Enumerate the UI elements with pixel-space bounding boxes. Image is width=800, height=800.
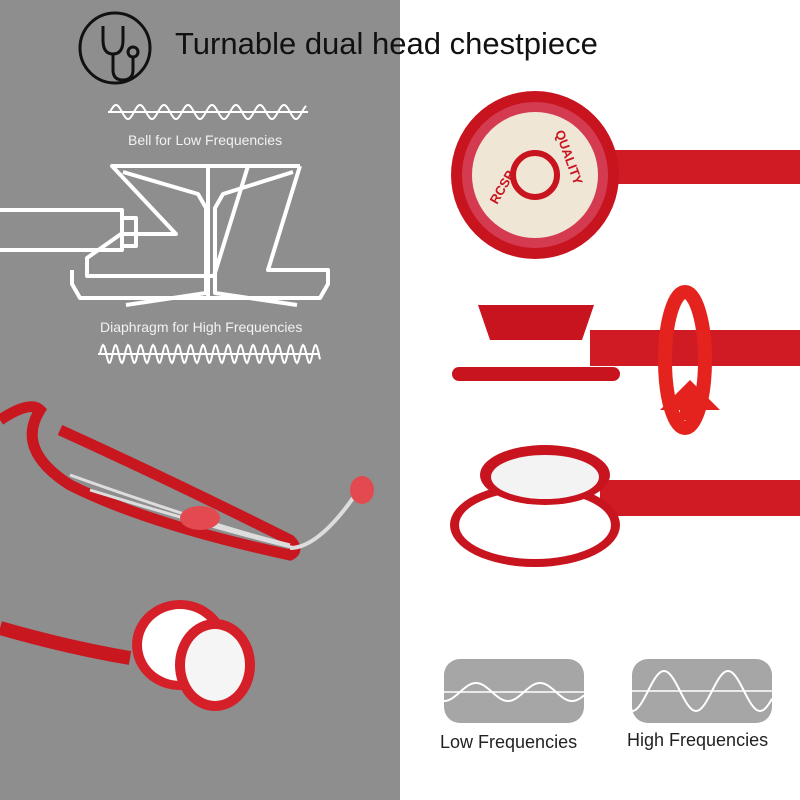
rotate-arrow-icon <box>658 285 720 435</box>
low-wave-icon <box>108 103 308 121</box>
low-frequency-box <box>444 659 585 723</box>
page-title: Turnable dual head chestpiece <box>175 26 598 61</box>
diaphragm-label: Diaphragm for High Frequencies <box>100 319 303 335</box>
high-frequency-label: High Frequencies <box>627 730 769 750</box>
stethoscope-icon <box>78 11 152 85</box>
chestpiece-front-view: RCSP QUALITY <box>451 91 800 259</box>
low-frequency-label: Low Frequencies <box>440 732 578 752</box>
high-frequency-box <box>631 659 773 723</box>
chestpiece-open-view <box>450 445 800 567</box>
bell-label: Bell for Low Frequencies <box>128 132 283 148</box>
chestpiece-side-view <box>452 285 800 435</box>
stethoscope-photo <box>0 401 374 711</box>
high-wave-icon <box>98 343 321 365</box>
chestpiece-diagram-icon <box>0 164 330 307</box>
